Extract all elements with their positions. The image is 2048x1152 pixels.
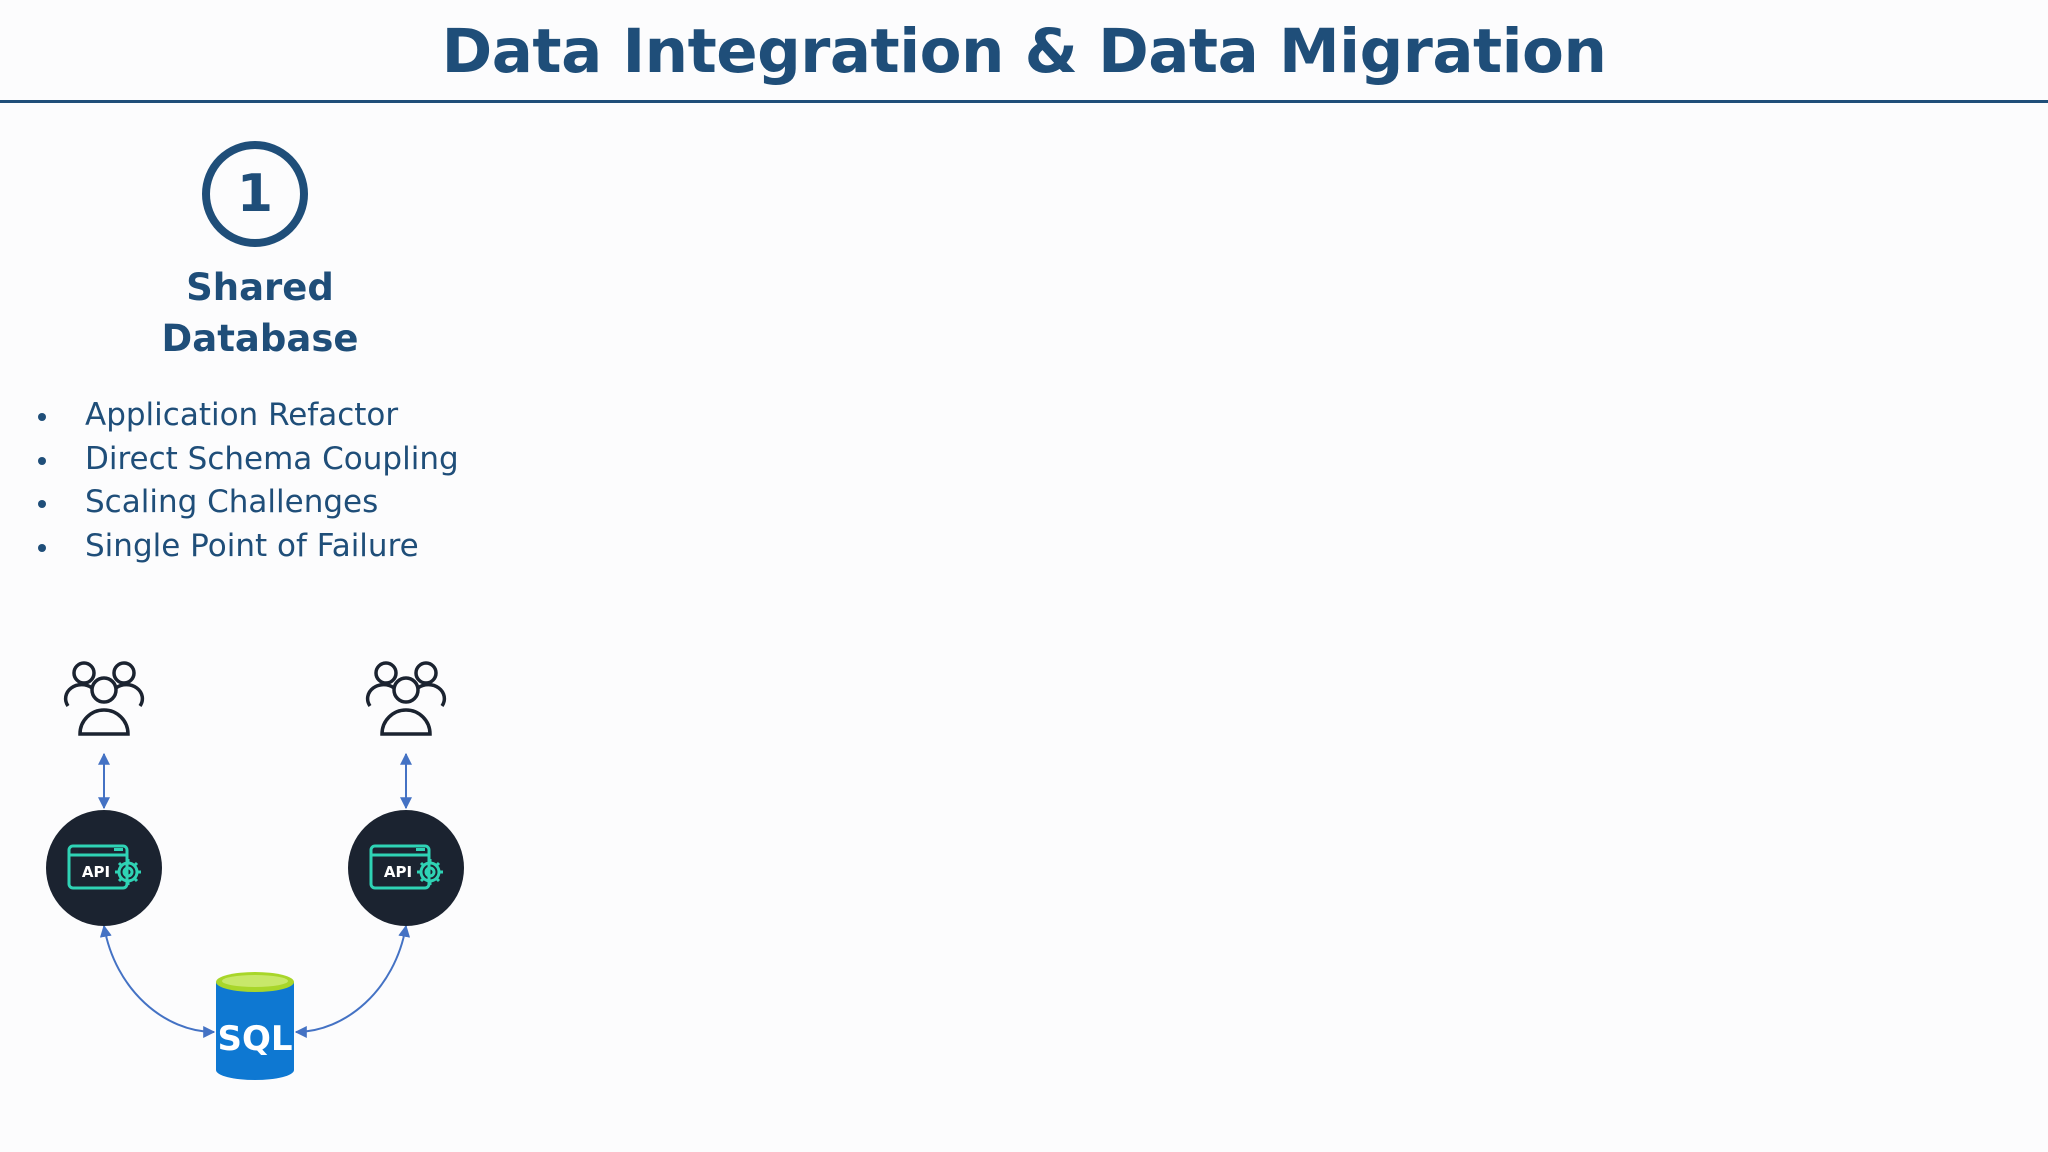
connector-arrow	[99, 924, 216, 1038]
api-label: API	[384, 863, 412, 881]
bullet-item: Direct Schema Coupling	[0, 438, 459, 482]
users-icon	[63, 661, 145, 736]
page-title: Data Integration & Data Migration	[441, 16, 1607, 87]
bullet-item: Scaling Challenges	[0, 481, 459, 525]
step-number-badge: 1	[202, 141, 308, 247]
api-gear-icon: API	[348, 810, 464, 926]
bullet-text: Direct Schema Coupling	[85, 440, 459, 477]
sql-database-icon: SQL	[216, 972, 294, 1080]
shared-database-diagram: API API SQL	[46, 661, 464, 1080]
bullet-text: Single Point of Failure	[85, 527, 419, 564]
sql-label: SQL	[217, 1019, 292, 1059]
connector-arrow	[294, 924, 411, 1038]
section-heading-line1: Shared	[186, 266, 334, 309]
bullet-dot	[38, 500, 46, 508]
section-heading-line2: Database	[161, 317, 359, 360]
title-divider	[0, 100, 2048, 103]
bullet-text: Application Refactor	[85, 397, 399, 433]
bullet-dot	[38, 543, 46, 552]
bullet-item: Single Point of Failure	[0, 525, 459, 569]
users-icon	[365, 661, 447, 736]
bullet-dot	[38, 456, 46, 465]
bullet-item: Application Refactor	[0, 394, 459, 438]
api-gear-icon: API	[46, 810, 162, 926]
bullet-list: Application Refactor Direct Schema Coupl…	[0, 394, 459, 568]
bullet-dot	[38, 413, 46, 421]
api-label: API	[82, 863, 110, 881]
section-heading: Shared Database	[140, 262, 380, 364]
bullet-text: Scaling Challenges	[85, 484, 379, 520]
